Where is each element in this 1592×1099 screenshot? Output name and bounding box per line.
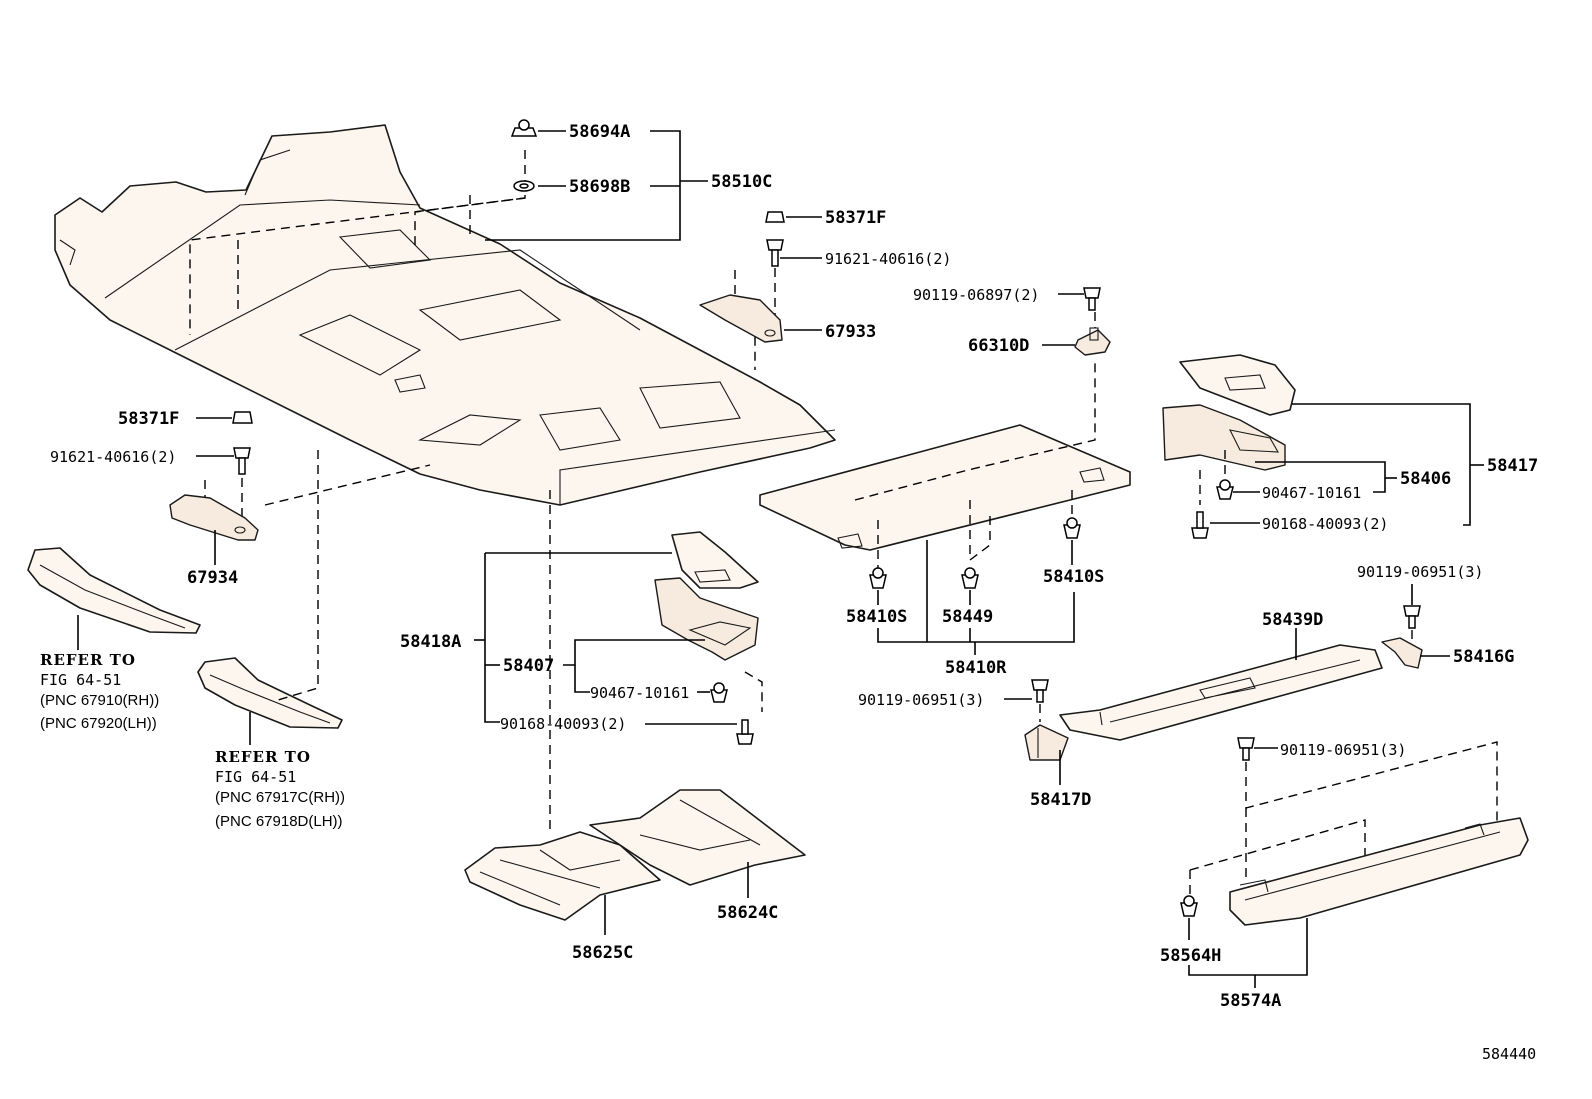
bracket-67933-part[interactable] — [699, 294, 783, 343]
callout-58694A[interactable]: 58694A — [569, 122, 630, 142]
callout-90467-right[interactable]: 90467-10161 — [1262, 484, 1361, 502]
screw-90168-right-icon[interactable] — [1191, 511, 1209, 539]
callout-58564H[interactable]: 58564H — [1160, 946, 1221, 966]
bracket-66310D-part[interactable] — [1074, 327, 1111, 356]
callout-91621-top[interactable]: 91621-40616(2) — [825, 250, 951, 268]
screw-90168-mid-icon[interactable] — [736, 719, 754, 745]
clip-58449-icon[interactable] — [961, 567, 979, 589]
callout-58574A[interactable]: 58574A — [1220, 991, 1281, 1011]
clip-58410S-left-icon[interactable] — [869, 567, 887, 589]
callout-58449[interactable]: 58449 — [942, 607, 993, 627]
callout-58416G[interactable]: 58416G — [1453, 647, 1514, 667]
clip-90467-right-icon[interactable] — [1216, 479, 1234, 500]
bracket-58417D-part[interactable] — [1024, 724, 1069, 761]
callout-58418A[interactable]: 58418A — [400, 632, 461, 652]
callout-90168-mid[interactable]: 90168-40093(2) — [500, 715, 626, 733]
diagram-id: 584440 — [1482, 1045, 1536, 1063]
under-panel-58410R-part[interactable] — [759, 424, 1131, 551]
callout-58510C[interactable]: 58510C — [711, 172, 772, 192]
nut-58371F-left-icon[interactable] — [232, 411, 253, 424]
ref2-title: REFER TO — [215, 748, 311, 766]
bracket-58406-part[interactable] — [1162, 404, 1286, 471]
ref1-pnc-rh: (PNC 67910(RH)) — [40, 692, 159, 709]
ref2-fig[interactable]: FIG 64-51 — [215, 768, 296, 786]
insulator-58417-part[interactable] — [1179, 354, 1296, 416]
scuff-plate-rear-part[interactable] — [197, 657, 343, 729]
clip-90467-mid-icon[interactable] — [710, 682, 728, 703]
nut-58371F-top-icon[interactable] — [765, 211, 785, 223]
grommet-58698B-icon[interactable] — [513, 180, 535, 192]
callout-58410S-left[interactable]: 58410S — [846, 607, 907, 627]
bracket-58416G-part[interactable] — [1381, 637, 1423, 669]
callout-90119-06897[interactable]: 90119-06897(2) — [913, 286, 1039, 304]
bolt-90119-06951-c-icon[interactable] — [1237, 737, 1255, 761]
bolt-91621-top-icon[interactable] — [766, 239, 784, 267]
rail-58439D-part[interactable] — [1059, 644, 1383, 741]
callout-90119-06951-b[interactable]: 90119-06951(3) — [858, 691, 984, 709]
cover-58625C-part[interactable] — [464, 831, 661, 921]
callout-90119-06951-a[interactable]: 90119-06951(3) — [1357, 563, 1483, 581]
callout-90168-right[interactable]: 90168-40093(2) — [1262, 515, 1388, 533]
callout-58417D[interactable]: 58417D — [1030, 790, 1091, 810]
bolt-90119-06951-b-icon[interactable] — [1031, 679, 1049, 703]
ref1-fig[interactable]: FIG 64-51 — [40, 671, 121, 689]
callout-58371F-left[interactable]: 58371F — [118, 409, 179, 429]
clip-58564H-icon[interactable] — [1180, 895, 1198, 917]
callout-58698B[interactable]: 58698B — [569, 177, 630, 197]
bolt-90119-06897-icon[interactable] — [1083, 287, 1101, 311]
floor-carpet-part[interactable] — [54, 124, 836, 506]
bolt-91621-left-icon[interactable] — [233, 447, 251, 475]
callout-58406[interactable]: 58406 — [1400, 469, 1451, 489]
callout-58407[interactable]: 58407 — [503, 656, 554, 676]
callout-58439D[interactable]: 58439D — [1262, 610, 1323, 630]
callout-90467-mid[interactable]: 90467-10161 — [590, 684, 689, 702]
bolt-90119-06951-a-icon[interactable] — [1403, 605, 1421, 629]
cover-58624C-part[interactable] — [589, 789, 806, 886]
bracket-58407-part[interactable] — [654, 577, 759, 661]
insulator-58418A-part[interactable] — [671, 531, 759, 589]
callout-58624C[interactable]: 58624C — [717, 903, 778, 923]
callout-58417[interactable]: 58417 — [1487, 456, 1538, 476]
callout-67934[interactable]: 67934 — [187, 568, 238, 588]
ref1-pnc-lh: (PNC 67920(LH)) — [40, 715, 157, 732]
callout-58410R[interactable]: 58410R — [945, 658, 1007, 678]
scuff-plate-front-part[interactable] — [27, 547, 201, 634]
ref2-pnc-rh: (PNC 67917C(RH)) — [215, 789, 345, 806]
callout-91621-left[interactable]: 91621-40616(2) — [50, 448, 176, 466]
callout-58625C[interactable]: 58625C — [572, 943, 633, 963]
callout-67933[interactable]: 67933 — [825, 322, 876, 342]
ref2-pnc-lh: (PNC 67918D(LH)) — [215, 813, 343, 830]
side-skirt-58574A-part[interactable] — [1229, 817, 1529, 926]
callout-66310D[interactable]: 66310D — [968, 336, 1029, 356]
callout-90119-06951-c[interactable]: 90119-06951(3) — [1280, 741, 1406, 759]
clip-58410S-right-icon[interactable] — [1063, 517, 1081, 539]
clip-58694A-icon[interactable] — [510, 119, 538, 137]
callout-58371F-top[interactable]: 58371F — [825, 208, 886, 228]
ref1-title: REFER TO — [40, 651, 136, 669]
callout-58410S-right[interactable]: 58410S — [1043, 567, 1104, 587]
bracket-67934-part[interactable] — [169, 494, 259, 541]
